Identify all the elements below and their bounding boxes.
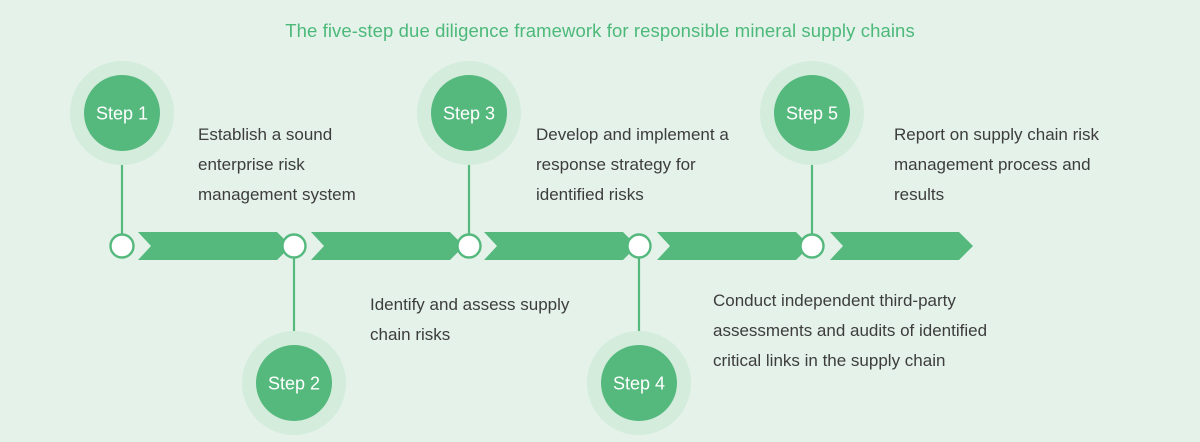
- step-marker-1[interactable]: [70, 61, 174, 165]
- timeline-node-2[interactable]: [281, 233, 307, 259]
- timeline-node-1[interactable]: [109, 233, 135, 259]
- chevron-segment-5: [830, 232, 973, 260]
- timeline-connectors: [120, 151, 814, 345]
- timeline-nodes: [109, 233, 825, 259]
- step-description-2: Identify and assess supply chain risks: [370, 295, 570, 344]
- step-marker-3[interactable]: [417, 61, 521, 165]
- page-title: The five-step due diligence framework fo…: [285, 20, 915, 41]
- chevron-segment-1: [138, 232, 291, 260]
- step-disc-1: [84, 75, 160, 151]
- step-disc-2: [256, 345, 332, 421]
- step-marker-4[interactable]: [587, 331, 691, 435]
- chevron-segment-4: [657, 232, 810, 260]
- step-description-5: Report on supply chain risk management p…: [894, 125, 1100, 204]
- step-description-3: Develop and implement a response strateg…: [536, 125, 729, 204]
- chevron-segment-2: [311, 232, 464, 260]
- timeline-node-4[interactable]: [626, 233, 652, 259]
- chevron-segment-3: [484, 232, 637, 260]
- step-marker-5[interactable]: [760, 61, 864, 165]
- timeline-chevrons: [138, 232, 973, 260]
- step-markers: [70, 61, 864, 435]
- step-disc-5: [774, 75, 850, 151]
- step-marker-2[interactable]: [242, 331, 346, 435]
- timeline-node-5[interactable]: [799, 233, 825, 259]
- step-description-1: Establish a sound enterprise risk manage…: [198, 125, 356, 204]
- timeline-node-3[interactable]: [456, 233, 482, 259]
- step-disc-4: [601, 345, 677, 421]
- step-disc-3: [431, 75, 507, 151]
- step-description-4: Conduct independent third-party assessme…: [713, 291, 988, 370]
